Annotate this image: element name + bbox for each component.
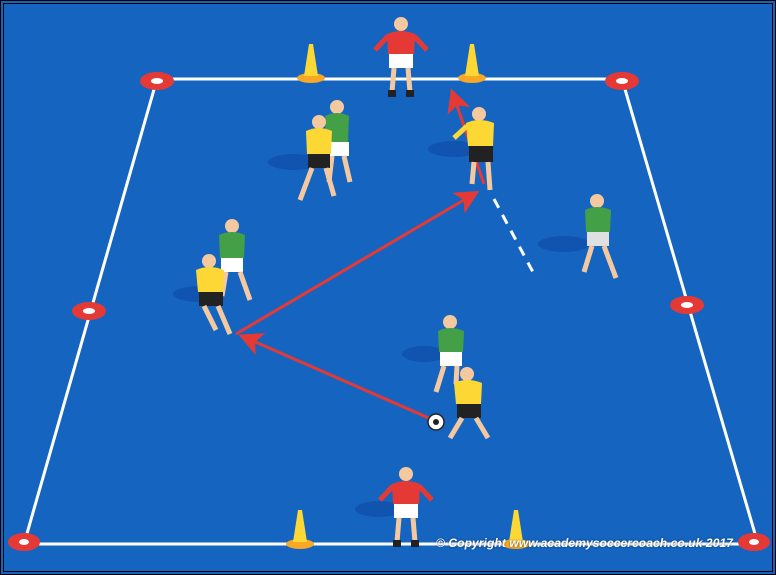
green-player xyxy=(584,194,616,278)
field-boundary xyxy=(24,79,758,544)
corner-marker xyxy=(140,72,174,90)
goalkeeper-top xyxy=(375,17,427,97)
green-player xyxy=(436,315,464,392)
cone xyxy=(297,44,325,83)
side-marker xyxy=(72,302,106,320)
cone xyxy=(458,44,486,83)
pass-arrow xyxy=(236,194,474,334)
run-line xyxy=(494,199,534,274)
pass-arrow xyxy=(244,337,431,419)
copyright-notice: © Copyright www.academysoccercoach.co.uk… xyxy=(436,536,733,550)
pitch xyxy=(4,4,772,571)
cone xyxy=(286,510,314,549)
side-marker xyxy=(670,296,704,314)
green-player xyxy=(219,219,250,300)
ball xyxy=(428,414,444,430)
corner-marker xyxy=(605,72,639,90)
corner-marker xyxy=(738,533,770,551)
corner-marker xyxy=(8,533,40,551)
